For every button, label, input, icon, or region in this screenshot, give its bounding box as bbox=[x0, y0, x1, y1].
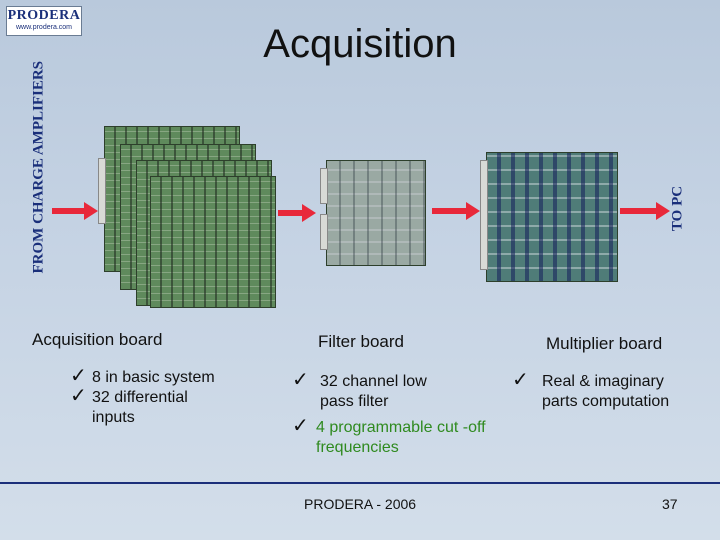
filter-to-multiplier-arrow-icon bbox=[432, 202, 480, 220]
check-icon: ✓ bbox=[292, 413, 309, 437]
logo-brand: PRODERA bbox=[7, 8, 81, 23]
logo-url: www.prodera.com bbox=[15, 24, 73, 31]
check-icon: ✓ bbox=[292, 367, 309, 391]
prodera-logo: PRODERA www.prodera.com bbox=[6, 6, 82, 36]
page-number: 37 bbox=[662, 496, 678, 512]
check-icon: ✓ bbox=[512, 367, 529, 391]
list-item: ✓ 32 channel low pass filter bbox=[292, 367, 427, 410]
from-charge-amplifiers-label: FROM CHARGE AMPLIFIERS bbox=[30, 60, 47, 274]
slide-title: Acquisition bbox=[263, 22, 457, 66]
filter-connector-left-2 bbox=[320, 214, 328, 250]
footer-text: PRODERA - 2006 bbox=[304, 496, 417, 512]
check-icon: ✓ bbox=[70, 363, 87, 387]
multiplier-board-image bbox=[486, 152, 618, 282]
list-item: ✓ Real & imaginary parts computation bbox=[512, 367, 670, 410]
multiplier-board-caption: Multiplier board bbox=[546, 334, 663, 353]
list-item: ✓ 4 programmable cut -off frequencies bbox=[292, 413, 486, 456]
filter-board-image bbox=[326, 160, 426, 266]
list-item: ✓ 8 in basic system bbox=[70, 363, 215, 387]
acquisition-bullet-list: ✓ 8 in basic system ✓ 32 differential in… bbox=[70, 363, 270, 428]
multiplier-bullet-list: ✓ Real & imaginary parts computation bbox=[512, 367, 712, 412]
filter-connector-left bbox=[320, 168, 328, 204]
check-icon: ✓ bbox=[70, 383, 87, 407]
to-pc-label: TO PC bbox=[669, 185, 686, 232]
filter-board-caption: Filter board bbox=[318, 332, 404, 351]
multiplier-connector bbox=[480, 160, 488, 270]
acquisition-to-filter-arrow-icon bbox=[278, 204, 316, 222]
output-to-pc-arrow-icon bbox=[620, 202, 670, 220]
list-item: ✓ 32 differential inputs bbox=[70, 383, 188, 426]
acquisition-connector bbox=[98, 158, 106, 224]
footer-divider bbox=[0, 482, 720, 484]
acquisition-board-caption: Acquisition board bbox=[32, 330, 163, 349]
input-arrow-icon bbox=[52, 202, 98, 220]
acquisition-board-image-4 bbox=[150, 176, 276, 308]
filter-bullet-list: ✓ 32 channel low pass filter ✓ 4 program… bbox=[292, 367, 486, 458]
